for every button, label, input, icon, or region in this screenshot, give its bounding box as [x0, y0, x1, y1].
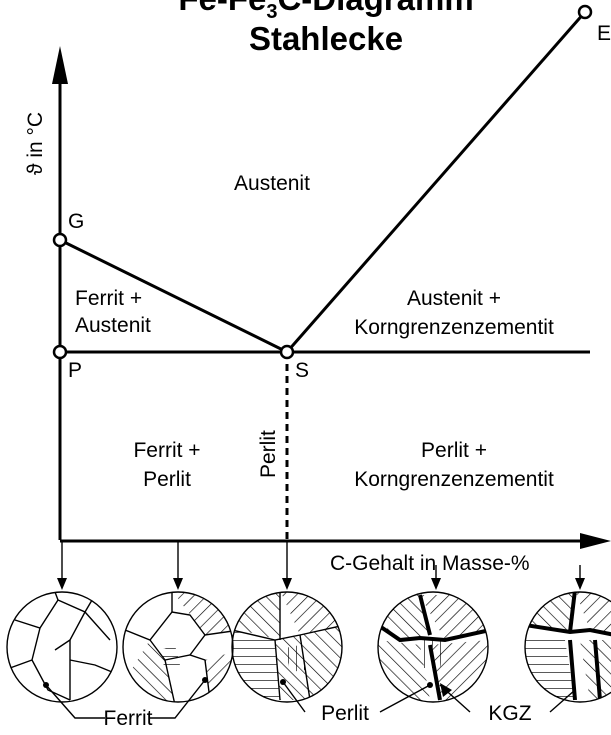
region-perlit-kgz-line1: Perlit + [421, 439, 487, 462]
diagram-title-line1: Fe-Fe3C-Diagramm [178, 0, 473, 23]
x-axis-arrow [580, 533, 611, 549]
label-kgz: KGZ [488, 702, 531, 725]
point-s-label: S [295, 359, 309, 382]
region-ferrit-perlit-line1: Ferrit + [133, 439, 200, 462]
point-p [52, 344, 68, 360]
point-g [52, 232, 68, 248]
region-ferrit-austenit-line2: Austenit [75, 314, 151, 337]
region-ferrit-austenit-line1: Ferrit + [75, 287, 142, 310]
micrograph-arrows [57, 541, 585, 590]
label-ferrit: Ferrit [104, 707, 153, 730]
diagram-title-line2: Stahlecke [249, 20, 403, 57]
region-perlit-kgz-line2: Korngrenzenzementit [354, 468, 554, 491]
region-austenit-kgz-line1: Austenit + [407, 287, 501, 310]
point-e-label: E [597, 22, 611, 45]
point-s [279, 344, 295, 360]
micrograph-ferrit [6, 591, 118, 703]
line-gs [59, 238, 288, 354]
micrograph-perlit [231, 591, 343, 703]
micrograph-perlit-kgz-2 [524, 591, 611, 703]
kgz-arrow-head [440, 683, 452, 697]
region-austenit: Austenit [234, 172, 310, 195]
y-axis-arrow [52, 46, 68, 84]
point-g-label: G [68, 210, 84, 233]
region-perlit-vertical: Perlit [257, 430, 280, 478]
y-axis-label: ϑ in °C [24, 112, 47, 175]
point-p-label: P [68, 359, 82, 382]
label-perlit: Perlit [321, 702, 369, 725]
point-e [577, 4, 593, 20]
region-austenit-kgz-line2: Korngrenzenzementit [354, 316, 554, 339]
region-ferrit-perlit-line2: Perlit [143, 468, 191, 491]
line-se [285, 11, 587, 353]
micrograph-perlit-kgz-1 [377, 591, 489, 703]
x-axis-label: C-Gehalt in Masse-% [330, 552, 530, 575]
micrograph-ferrit-perlit [122, 591, 234, 703]
